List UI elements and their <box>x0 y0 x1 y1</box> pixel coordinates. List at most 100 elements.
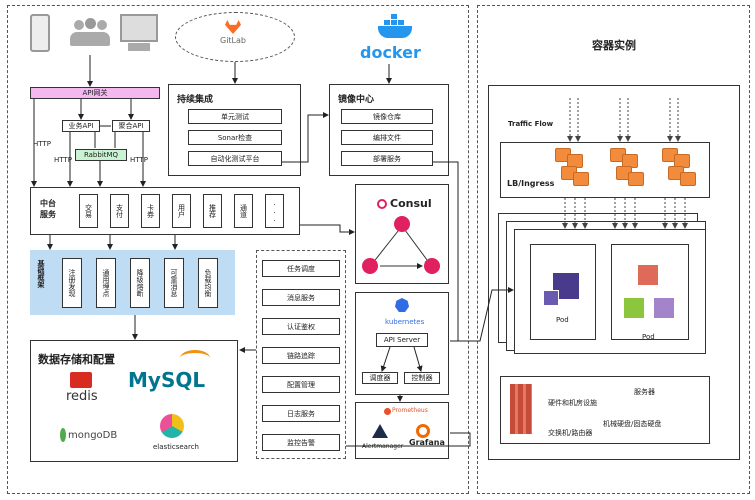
pod-1 <box>530 244 596 340</box>
grafana-label: Grafana <box>409 438 445 447</box>
middle-item-label: 通道 <box>239 204 248 218</box>
middle-platform <box>30 187 300 235</box>
left-platform-frame <box>7 5 469 494</box>
http-label-3: HTTP <box>130 156 148 164</box>
gitlab-cloud <box>175 12 295 62</box>
framework-item-label: 降级熔断 <box>136 269 144 297</box>
ops-item: 消息服务 <box>262 289 340 306</box>
infra-disk: 机械硬盘/固态硬盘 <box>603 420 662 428</box>
infra-switch: 交换机/路由器 <box>548 429 593 437</box>
framework-item: 负载均衡 <box>198 258 218 308</box>
ci-item: 单元测试 <box>188 109 282 124</box>
scheduler: 调度器 <box>362 372 398 384</box>
mysql-label: MySQL <box>128 368 206 392</box>
middle-platform-title-text: 中台 服务 <box>40 199 56 219</box>
infra-facility: 硬件和机房设施 <box>548 399 597 407</box>
middle-item-label: 支付 <box>115 204 124 218</box>
pod-2-green-cube-icon <box>624 298 644 318</box>
kubernetes-icon <box>395 298 409 312</box>
http-label-1: HTTP <box>33 140 51 148</box>
consul-label: Consul <box>390 197 432 210</box>
gitlab-label: GitLab <box>220 36 246 45</box>
lb-block-icon <box>628 172 644 186</box>
desktop-stand <box>128 43 150 51</box>
ops-frame <box>256 250 346 459</box>
controller: 控制器 <box>404 372 440 384</box>
traffic-flow-label: Traffic Flow <box>508 120 554 128</box>
biz-api: 业务API <box>62 120 100 132</box>
framework-item: 可靠消息 <box>164 258 184 308</box>
lb-block-icon <box>680 172 696 186</box>
mongodb-label: mongoDB <box>68 430 118 441</box>
middle-item-label: ... <box>270 199 279 223</box>
api-server: API Server <box>376 333 428 347</box>
registry-item: 编排文件 <box>341 130 433 145</box>
redis-icon <box>70 372 92 388</box>
framework-title: 基础框架 <box>37 260 45 288</box>
ops-item: 任务调度 <box>262 260 340 277</box>
aws-icon <box>510 384 532 434</box>
pod-2 <box>611 244 689 340</box>
container-title: 容器实例 <box>592 39 636 52</box>
consul-icon <box>377 199 387 209</box>
infra-server: 服务器 <box>634 388 655 396</box>
docker-icon <box>378 14 412 38</box>
desktop-icon <box>120 14 158 42</box>
pod-2-label: Pod <box>642 333 655 341</box>
storage-title: 数据存储和配置 <box>38 353 115 366</box>
pod-2-purple-cube-icon <box>654 298 674 318</box>
redis-label: redis <box>66 389 98 404</box>
alertmanager-icon <box>372 424 388 438</box>
framework-item-label: 负载均衡 <box>204 269 212 297</box>
ops-item: 认证鉴权 <box>262 318 340 335</box>
framework-item: 注册发现 <box>62 258 82 308</box>
middle-item: 交易 <box>79 194 98 228</box>
rabbitmq: RabbitMQ <box>75 149 127 161</box>
middle-item: 卡券 <box>141 194 160 228</box>
ops-item: 日志服务 <box>262 405 340 422</box>
framework-item-label: 通用埋点 <box>102 269 110 297</box>
middle-item: ... <box>265 194 284 228</box>
lb-block-icon <box>573 172 589 186</box>
middle-item-label: 交易 <box>84 204 93 218</box>
middle-platform-title: 中台 服务 <box>40 198 64 220</box>
container-frame <box>477 5 750 494</box>
framework-item-label: 注册发现 <box>68 269 76 297</box>
middle-item: 用户 <box>172 194 191 228</box>
ci-item: 自动化测试平台 <box>188 151 282 166</box>
dolphin-icon <box>180 350 210 366</box>
registry-item: 镜像仓库 <box>341 109 433 124</box>
middle-item-label: 用户 <box>177 204 186 218</box>
monitor-panel <box>355 402 449 459</box>
prometheus-label: Prometheus <box>392 407 428 414</box>
infra-panel <box>500 376 710 444</box>
pod-2-red-cube-icon <box>638 265 658 285</box>
users-icon <box>70 18 110 48</box>
framework-item-label: 可靠消息 <box>170 269 178 297</box>
prometheus-icon <box>384 408 391 415</box>
pod-1-small-cube-icon <box>543 290 559 306</box>
docker-label: docker <box>360 43 421 62</box>
middle-item: 通道 <box>234 194 253 228</box>
middle-item-label: 卡券 <box>146 204 155 218</box>
registry-item: 部署服务 <box>341 151 433 166</box>
ops-item: 监控告警 <box>262 434 340 451</box>
http-label-2: HTTP <box>54 156 72 164</box>
middle-item-label: 推荐 <box>208 204 217 218</box>
mongodb-leaf-icon <box>60 428 66 442</box>
elasticsearch-label: elasticsearch <box>153 443 199 451</box>
framework-item: 通用埋点 <box>96 258 116 308</box>
ops-item: 链路追踪 <box>262 347 340 364</box>
framework-item: 降级熔断 <box>130 258 150 308</box>
ci-title: 持续集成 <box>177 95 214 105</box>
grafana-icon <box>416 424 430 438</box>
elasticsearch-icon <box>160 414 184 438</box>
registry-title: 镜像中心 <box>338 95 375 105</box>
middle-item: 推荐 <box>203 194 222 228</box>
api-gateway: API网关 <box>30 87 160 99</box>
pod-1-label: Pod <box>556 316 569 324</box>
ci-item: Sonar检查 <box>188 130 282 145</box>
phone-icon <box>30 14 50 52</box>
lb-label: LB/Ingress <box>507 179 555 188</box>
